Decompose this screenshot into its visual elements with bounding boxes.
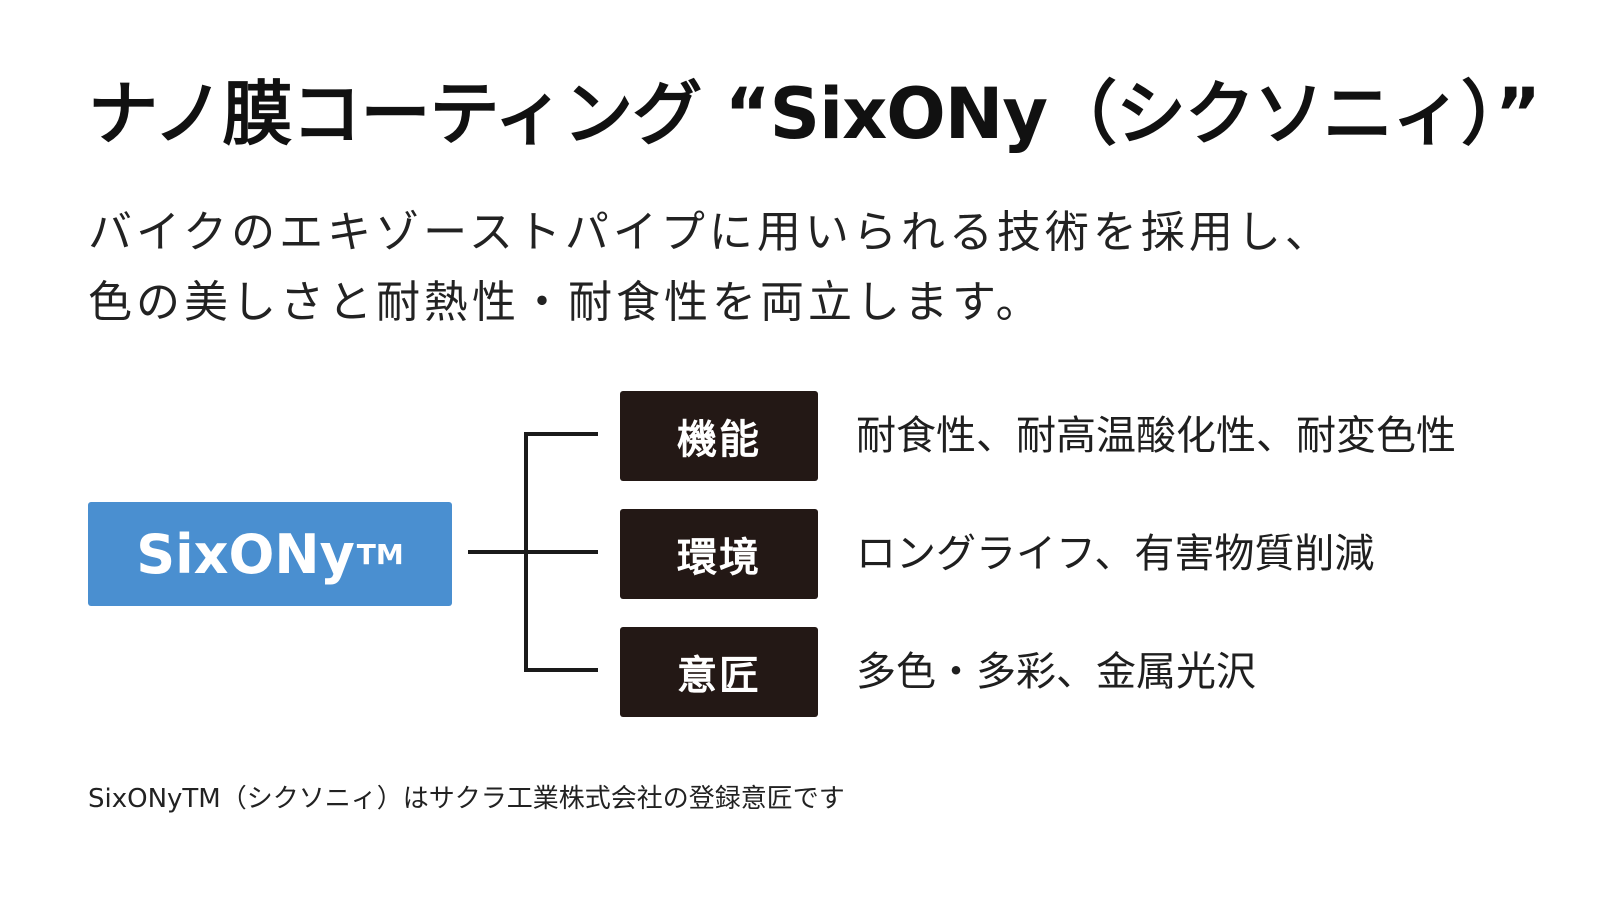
footnote: SixONyTM（シクソニィ）はサクラ工業株式会社の登録意匠です <box>88 784 845 814</box>
lead-line-2: 色の美しさと耐熱性・耐食性を両立します。 <box>88 277 1044 328</box>
branch-desc-environment: ロングライフ、有害物質削減 <box>856 531 1375 577</box>
branch-box-function: 機能 <box>620 391 818 481</box>
branch-desc-design: 多色・多彩、金属光沢 <box>856 649 1256 695</box>
branch-label-environment: 環境 <box>677 535 761 581</box>
lead-text: バイクのエキゾーストパイプに用いられる技術を採用し、 色の美しさと耐熱性・耐食性… <box>88 198 1333 338</box>
branch-box-design: 意匠 <box>620 627 818 717</box>
branch-box-environment: 環境 <box>620 509 818 599</box>
branch-desc-function: 耐食性、耐高温酸化性、耐変色性 <box>856 413 1456 459</box>
trademark-mark: TM <box>356 537 404 571</box>
lead-line-1: バイクのエキゾーストパイプに用いられる技術を採用し、 <box>88 207 1333 258</box>
page-title: ナノ膜コーティング “SixONy（シクソニィ）” <box>88 73 1541 155</box>
tree-connector <box>468 432 598 672</box>
branch-label-function: 機能 <box>677 417 761 463</box>
branch-label-design: 意匠 <box>677 653 761 699</box>
root-label: SixONy <box>136 522 355 586</box>
